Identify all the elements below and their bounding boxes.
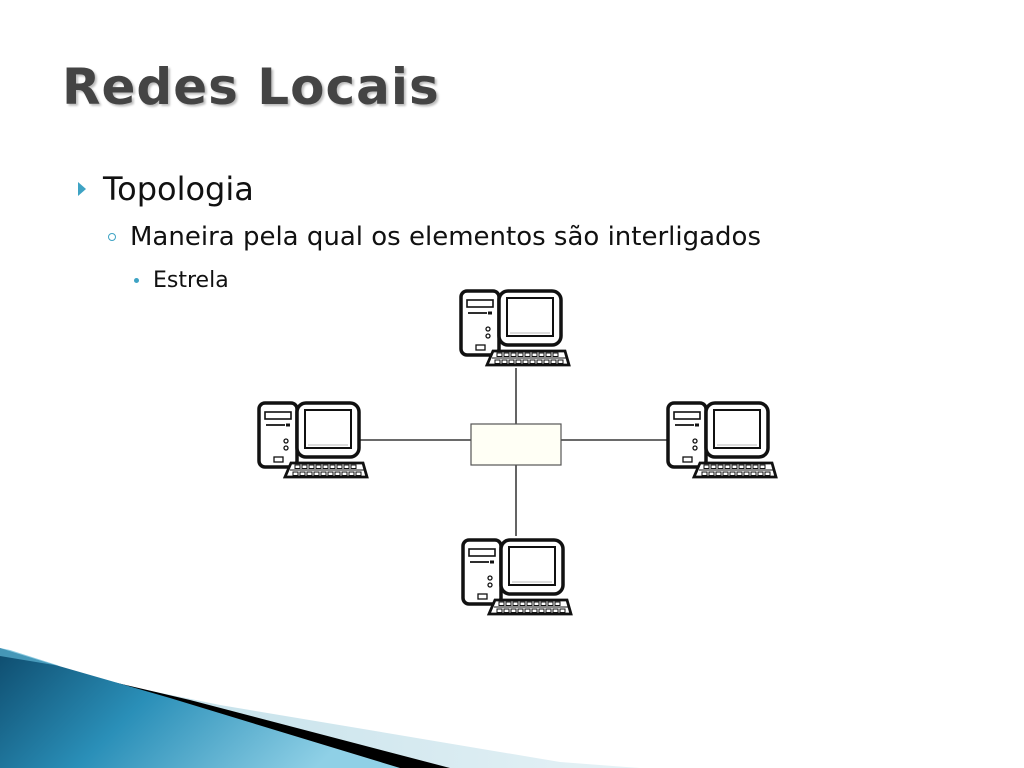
bullet-level3: Estrela: [134, 268, 229, 293]
wave-blue-band: [0, 648, 400, 768]
bullet-level1: Topologia: [78, 170, 254, 208]
bullet-level2-text: Maneira pela qual os elementos são inter…: [130, 222, 761, 252]
wave-highlight: [0, 648, 60, 666]
circle-bullet-icon: [108, 233, 116, 241]
bullet-level2: Maneira pela qual os elementos são inter…: [108, 222, 761, 252]
triangle-bullet-icon: [78, 182, 86, 196]
hub-box: [470, 423, 562, 466]
dot-bullet-icon: [134, 278, 139, 283]
slide-title: Redes Locais: [62, 58, 440, 116]
bullet-level1-text: Topologia: [103, 170, 254, 208]
bullet-level3-text: Estrela: [153, 268, 229, 293]
